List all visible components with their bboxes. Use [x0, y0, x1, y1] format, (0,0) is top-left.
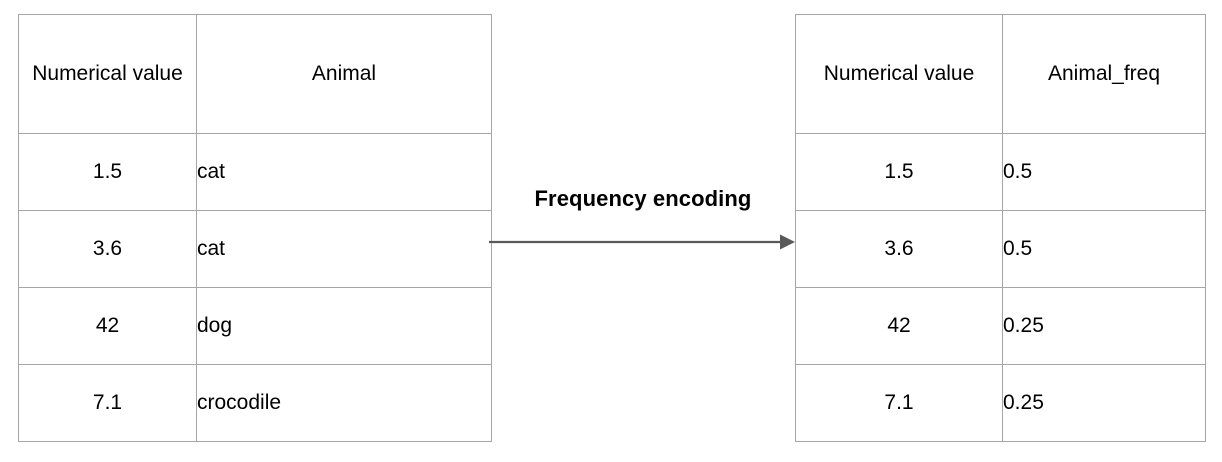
table-row: 1.5 cat [18, 133, 492, 211]
table-row: 3.6 cat [18, 210, 492, 288]
transform-annotation: Frequency encoding [488, 186, 798, 266]
cell-animal-freq: 0.25 [1002, 364, 1206, 442]
cell-numerical-value: 3.6 [795, 210, 1003, 288]
cell-animal: crocodile [196, 364, 492, 442]
transform-label: Frequency encoding [534, 186, 752, 211]
column-header-animal-freq: Animal_freq [1002, 14, 1206, 134]
cell-animal: cat [196, 133, 492, 211]
encoded-table: Numerical value Animal_freq 1.5 0.5 3.6 … [795, 14, 1206, 442]
table-row: 42 dog [18, 287, 492, 365]
cell-numerical-value: 42 [795, 287, 1003, 365]
cell-animal-freq: 0.25 [1002, 287, 1206, 365]
table-row: 3.6 0.5 [795, 210, 1206, 288]
cell-animal: dog [196, 287, 492, 365]
cell-numerical-value: 3.6 [18, 210, 197, 288]
original-table-header: Numerical value Animal [18, 14, 492, 134]
cell-numerical-value: 7.1 [795, 364, 1003, 442]
original-table-body: 1.5 cat 3.6 cat 42 dog 7.1 crocodile [18, 133, 492, 442]
cell-animal-freq: 0.5 [1002, 133, 1206, 211]
column-header-numerical-value: Numerical value [18, 14, 197, 134]
cell-numerical-value: 7.1 [18, 364, 197, 442]
arrow-right-icon [489, 234, 795, 250]
column-header-numerical-value: Numerical value [795, 14, 1003, 134]
original-table: Numerical value Animal 1.5 cat 3.6 cat 4… [18, 14, 492, 442]
encoded-table-body: 1.5 0.5 3.6 0.5 42 0.25 7.1 0.25 [795, 133, 1206, 442]
table-row: 42 0.25 [795, 287, 1206, 365]
column-header-animal: Animal [196, 14, 492, 134]
cell-numerical-value: 42 [18, 287, 197, 365]
cell-animal-freq: 0.5 [1002, 210, 1206, 288]
cell-numerical-value: 1.5 [18, 133, 197, 211]
cell-numerical-value: 1.5 [795, 133, 1003, 211]
table-row: 1.5 0.5 [795, 133, 1206, 211]
table-header-row: Numerical value Animal_freq [795, 14, 1206, 134]
encoded-table-header: Numerical value Animal_freq [795, 14, 1206, 134]
cell-animal: cat [196, 210, 492, 288]
table-row: 7.1 crocodile [18, 364, 492, 442]
table-row: 7.1 0.25 [795, 364, 1206, 442]
table-header-row: Numerical value Animal [18, 14, 492, 134]
